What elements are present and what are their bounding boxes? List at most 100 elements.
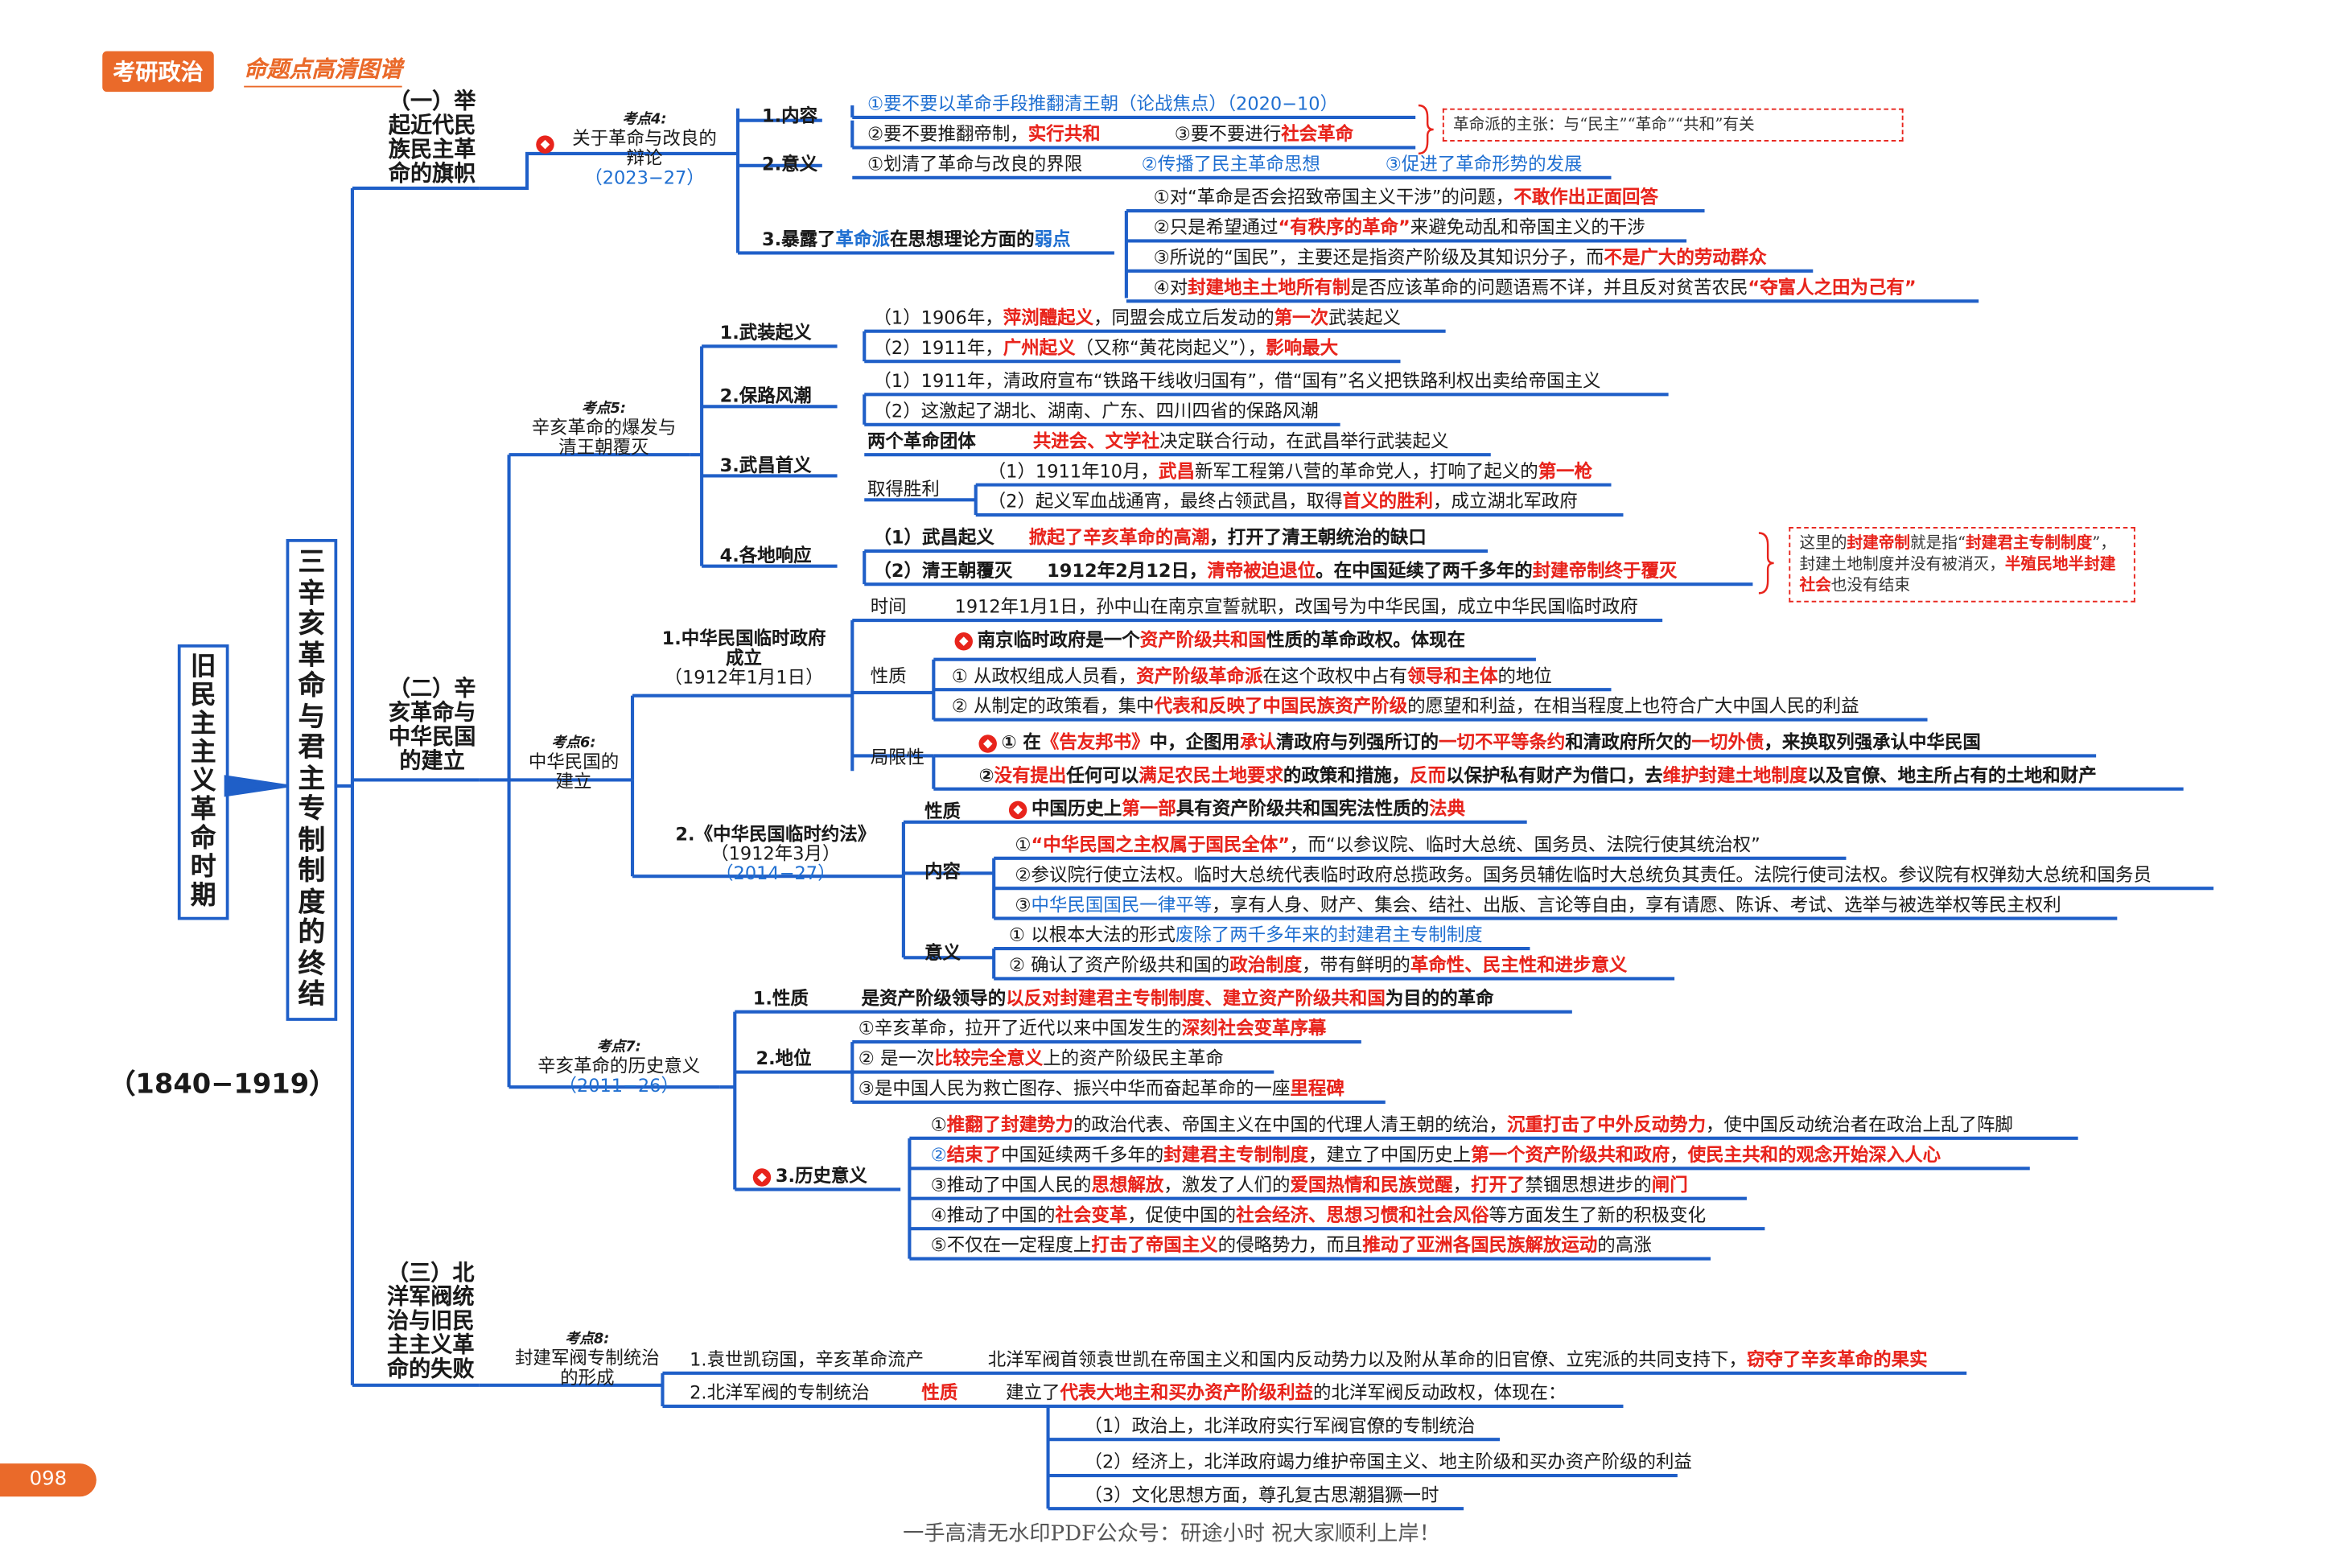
w1-text: ①对“革命是否会招致帝国主义干涉”的问题， bbox=[1153, 187, 1514, 208]
l1-d: 承认 bbox=[1239, 731, 1276, 753]
law-content-3: ③中华民国国民一律平等，享有人身、财产、集会、结社、出版、言论等自由，享有请愿、… bbox=[1015, 895, 2061, 917]
h1-e: ，使中国反动统治者在政治上乱了阵脚 bbox=[1706, 1113, 2013, 1136]
history-5: ⑤不仅在一定程度上打击了帝国主义的侵略势力，而且推动了亚洲各国民族解放运动的高涨 bbox=[931, 1235, 1652, 1257]
wc2-text: （2）起义军血战通宵，最终占领武昌，取得 bbox=[987, 491, 1343, 512]
wc2-tail: ，成立湖北军政府 bbox=[1433, 491, 1578, 512]
key-icon: ◆ bbox=[954, 632, 973, 650]
wc1-key: 武昌 bbox=[1159, 460, 1195, 482]
position-2: ② 是一次比较完全意义上的资产阶级民主革命 bbox=[859, 1048, 1224, 1071]
wuchang-org-key: 共进会、文学社 bbox=[1032, 430, 1160, 452]
warlord-1: （1）政治上，北洋政府实行军阀官僚的专制统治 bbox=[1084, 1415, 1476, 1437]
weakness-b: 革命派 bbox=[835, 228, 890, 250]
h5-c: 的侵略势力，而且 bbox=[1217, 1234, 1363, 1256]
k7-year: （2011−26） bbox=[558, 1075, 679, 1097]
limit-2: ②没有提出任何可以满足农民土地要求的政策和措施，反而以保护私有财产为借口，去维护… bbox=[978, 765, 2096, 788]
l2-h: 维护封建土地制度 bbox=[1662, 764, 1808, 786]
wuchang-win-label: 取得胜利 bbox=[867, 479, 940, 500]
l1-b: 《告友邦书》 bbox=[1040, 731, 1150, 753]
weakness-label: 3.暴露了革命派在思想理论方面的弱点 bbox=[762, 228, 1071, 251]
w2-text: ②只是希望通过 bbox=[1153, 216, 1279, 238]
warlord-nature-label: 性质 bbox=[921, 1382, 958, 1404]
law-nature-label: 性质 bbox=[924, 800, 961, 822]
wuchang-1: （1）1911年10月，武昌新军工程第八营的革命党人，打响了起义的第一枪 bbox=[988, 461, 1592, 484]
k4-node: 考点4: 关于革命与改良的辩论 （2023−27） bbox=[566, 109, 723, 188]
l2-c: 任何可以 bbox=[1066, 764, 1139, 786]
h4-b: 社会变革 bbox=[1055, 1204, 1128, 1226]
a2-tail: 影响最大 bbox=[1266, 337, 1339, 359]
lm1-a: ① 以根本大法的形式 bbox=[1008, 924, 1176, 946]
h5-b: 打击了帝国主义 bbox=[1091, 1234, 1218, 1256]
h3-b: 思想解放 bbox=[1091, 1174, 1164, 1196]
h4-a: ④推动了中国的 bbox=[930, 1204, 1056, 1226]
gov-node: 1.中华民国临时政府成立 （1912年1月1日） bbox=[653, 628, 834, 689]
footer-note: 一手高清无水印PDF公众号：研途小时 祝大家顺利上岸！ bbox=[903, 1522, 1440, 1547]
n0-text: 南京临时政府是一个 bbox=[977, 629, 1140, 651]
k7-title: 辛亥革命的历史意义 bbox=[537, 1055, 701, 1077]
h5-d: 推动了亚洲各国民族解放运动 bbox=[1362, 1234, 1598, 1256]
w2-tail: 来避免动乱和帝国主义的干涉 bbox=[1410, 216, 1645, 238]
weakness-d: 弱点 bbox=[1034, 228, 1071, 250]
wuchang-org-text: 决定联合行动，在武昌举行武装起义 bbox=[1159, 430, 1449, 452]
content-2-key: 实行共和 bbox=[1027, 123, 1101, 145]
lc3-a: ③ bbox=[1015, 894, 1031, 916]
content-label: 1.内容 bbox=[761, 105, 818, 127]
response-2: （2）清王朝覆灭 1912年2月12日，清帝被迫退位。在中国延续了两千多年的封建… bbox=[873, 560, 1677, 582]
law-node: 2.《中华民国临时约法》 （1912年3月） （2014−27） bbox=[650, 825, 900, 884]
sig-nature-label: 1.性质 bbox=[752, 987, 809, 1009]
k8-title: 封建军阀专制统治的形成 bbox=[515, 1347, 660, 1389]
lm1-b: 废除了两千多年来的封建君主专制制度 bbox=[1175, 924, 1483, 946]
rs2-mid: 。在中国延续了两千多年的 bbox=[1316, 560, 1533, 582]
weakness-4: ④对封建地主土地所有制是否应该革命的问题语焉不详，并且反对贫苦农民“夺富人之田为… bbox=[1154, 277, 1917, 299]
sn-a: 是资产阶级领导的 bbox=[861, 987, 1007, 1009]
h2-b: 结束了 bbox=[946, 1144, 1002, 1166]
k4-label: 考点4: bbox=[622, 111, 667, 129]
k6-title: 中华民国的建立 bbox=[528, 751, 620, 792]
section1-title: （一）举起近代民族民主革命的旗帜 bbox=[388, 90, 476, 187]
section2-title: （二）辛亥革命与中华民国的建立 bbox=[388, 677, 476, 774]
armed-label: 1.武装起义 bbox=[719, 322, 812, 344]
gov-date: （1912年1月1日） bbox=[664, 667, 824, 689]
sig-nature: 是资产阶级领导的以反对封建君主专制制度、建立资产阶级共和国为目的的革命 bbox=[861, 988, 1493, 1010]
l2-f: 反而 bbox=[1410, 764, 1447, 786]
lc1-c: ，而“以参议院、临时大总统、国务员、法院行使其统治权” bbox=[1290, 833, 1760, 856]
response-1: （1）武昌起义 掀起了辛亥革命的高潮，打开了清王朝统治的缺口 bbox=[873, 527, 1426, 549]
ln-c: 具有资产阶级共和国宪法性质的 bbox=[1176, 797, 1430, 820]
history-4: ④推动了中国的社会变革，促使中国的社会经济、思想习惯和社会风俗等方面发生了新的积… bbox=[931, 1204, 1707, 1227]
limit-1: ◆① 在《告友邦书》中，企图用承认清政府与列强所订的一切不平等条约和清政府所欠的… bbox=[978, 731, 1981, 755]
law-meaning-label: 意义 bbox=[924, 942, 961, 964]
brace-icon bbox=[1418, 104, 1434, 155]
lc1-a: ① bbox=[1015, 833, 1031, 856]
n0-tail: 性质的革命政权。体现在 bbox=[1266, 629, 1466, 651]
law-nature: ◆中国历史上第一部具有资产阶级共和国宪法性质的法典 bbox=[1008, 797, 1465, 821]
h4-e: 等方面发生了新的积极变化 bbox=[1489, 1204, 1707, 1226]
armed-2: （2）1911年，广州起义（又称“黄花岗起义”），影响最大 bbox=[873, 337, 1338, 360]
content-2-text: ②要不要推翻帝制， bbox=[867, 123, 1028, 145]
w4-quote: “夺富人之田为己有” bbox=[1748, 277, 1917, 298]
content-1: ①要不要以革命手段推翻清王朝（论战焦点）（2020−10） bbox=[867, 93, 1339, 115]
root-node: 旧民主主义革命时期 bbox=[177, 644, 229, 920]
l1-a: ① 在 bbox=[1001, 731, 1041, 753]
law-content-2: ②参议院行使立法权。临时大总统代表临时政府总揽政务。国务员辅佐临时大总统负其责任… bbox=[1015, 864, 2152, 886]
law-title: 2.《中华民国临时约法》 bbox=[675, 823, 876, 845]
k4-title: 关于革命与改良的辩论 bbox=[572, 128, 717, 169]
a1-text: （1）1906年， bbox=[873, 307, 1003, 328]
h2-f: 第一个资产阶级共和政府 bbox=[1471, 1144, 1670, 1166]
weakness-3: ③所说的“国民”，主要还是指资产阶级及其知识分子，而不是广大的劳动群众 bbox=[1154, 247, 1767, 270]
wc1-mid: 新军工程第八营的革命党人，打响了起义的 bbox=[1194, 460, 1538, 482]
lm2-c: ，带有鲜明的 bbox=[1302, 954, 1410, 976]
w4-text: ④对 bbox=[1153, 277, 1188, 298]
p1-a: ①辛亥革命，拉开了近代以来中国发生的 bbox=[858, 1018, 1182, 1039]
section3-title: （三）北洋军阀统治与旧民主主义革命的失败 bbox=[386, 1261, 475, 1383]
w3-text: ③所说的“国民”，主要还是指资产阶级及其知识分子，而 bbox=[1153, 246, 1604, 269]
h5-a: ⑤不仅在一定程度上 bbox=[930, 1234, 1092, 1256]
h3-c: ，激发了人们的 bbox=[1163, 1174, 1291, 1196]
w4-mid: 是否应该革命的问题语焉不详，并且反对贫苦农民 bbox=[1350, 277, 1748, 298]
wuchang-org: 共进会、文学社决定联合行动，在武昌举行武装起义 bbox=[1033, 430, 1449, 453]
meaning-label: 2.意义 bbox=[761, 153, 818, 175]
n0-key: 资产阶级共和国 bbox=[1139, 629, 1266, 651]
law-date: （1912年3月） bbox=[710, 843, 841, 865]
k8-node: 考点8: 封建军阀专制统治的形成 bbox=[515, 1328, 660, 1389]
chapter-title: 三 辛亥革命与君主专制制度的终结 bbox=[298, 546, 326, 1010]
nature-0: ◆南京临时政府是一个资产阶级共和国性质的革命政权。体现在 bbox=[954, 629, 1466, 652]
